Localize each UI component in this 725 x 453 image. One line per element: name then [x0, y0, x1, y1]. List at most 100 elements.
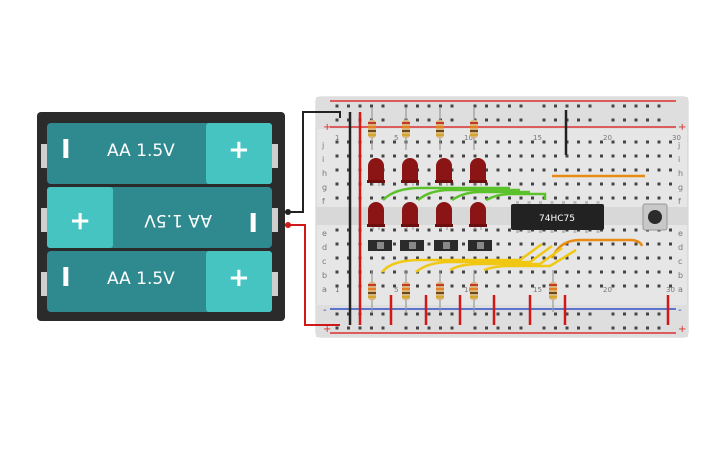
hole[interactable]: [439, 196, 442, 200]
hole[interactable]: [381, 228, 385, 232]
hole[interactable]: [554, 242, 557, 246]
hole[interactable]: [669, 154, 672, 158]
black-ground-wire[interactable]: [285, 111, 341, 213]
rail-hole[interactable]: [634, 118, 638, 122]
hole[interactable]: [496, 168, 500, 172]
rail-hole[interactable]: [450, 104, 454, 108]
rail-hole[interactable]: [577, 104, 580, 108]
rail-hole[interactable]: [404, 312, 408, 316]
rail-hole[interactable]: [381, 326, 385, 330]
rail-hole[interactable]: [427, 118, 431, 122]
hole[interactable]: [577, 182, 580, 186]
rail-hole[interactable]: [473, 326, 477, 330]
hole[interactable]: [347, 168, 350, 172]
resistor[interactable]: [402, 108, 410, 150]
rail-hole[interactable]: [542, 118, 546, 122]
rail-hole[interactable]: [358, 104, 362, 108]
hole[interactable]: [531, 242, 534, 246]
hole[interactable]: [450, 196, 454, 200]
rail-hole[interactable]: [542, 104, 546, 108]
rail-hole[interactable]: [450, 326, 454, 330]
rail-hole[interactable]: [496, 118, 500, 122]
resistor[interactable]: [436, 270, 444, 312]
hole[interactable]: [335, 182, 339, 186]
hole[interactable]: [565, 196, 569, 200]
hole[interactable]: [611, 270, 615, 274]
hole[interactable]: [496, 242, 500, 246]
hole[interactable]: [554, 182, 557, 186]
hole[interactable]: [393, 140, 396, 144]
hole[interactable]: [542, 270, 546, 274]
rail-hole[interactable]: [542, 326, 546, 330]
hole[interactable]: [600, 270, 603, 274]
hole[interactable]: [381, 256, 385, 260]
hole[interactable]: [462, 284, 465, 288]
resistor[interactable]: [470, 270, 478, 312]
hole[interactable]: [485, 182, 488, 186]
hole[interactable]: [485, 270, 488, 274]
hole[interactable]: [542, 256, 546, 260]
slide-switch[interactable]: [468, 240, 492, 251]
hole[interactable]: [450, 140, 454, 144]
rail-hole[interactable]: [485, 312, 488, 316]
hole[interactable]: [669, 196, 672, 200]
rail-hole[interactable]: [416, 104, 419, 108]
hole[interactable]: [450, 284, 454, 288]
led-red[interactable]: [367, 202, 385, 230]
hole[interactable]: [519, 154, 523, 158]
battery-terminal-negative[interactable]: [285, 209, 291, 215]
hole[interactable]: [485, 228, 488, 232]
hole[interactable]: [416, 140, 419, 144]
hole[interactable]: [508, 168, 511, 172]
hole[interactable]: [669, 168, 672, 172]
rail-hole[interactable]: [416, 312, 419, 316]
hole[interactable]: [577, 168, 580, 172]
hole[interactable]: [393, 228, 396, 232]
rail-hole[interactable]: [439, 104, 442, 108]
hole[interactable]: [519, 270, 523, 274]
rail-hole[interactable]: [404, 326, 408, 330]
hole[interactable]: [416, 154, 419, 158]
hole[interactable]: [496, 228, 500, 232]
rail-hole[interactable]: [646, 104, 649, 108]
hole[interactable]: [600, 242, 603, 246]
hole[interactable]: [473, 256, 477, 260]
rail-hole[interactable]: [519, 326, 523, 330]
hole[interactable]: [588, 140, 592, 144]
hole[interactable]: [657, 242, 661, 246]
rail-hole[interactable]: [485, 118, 488, 122]
bottom-resistors[interactable]: [368, 270, 557, 312]
hole[interactable]: [496, 256, 500, 260]
hole[interactable]: [577, 256, 580, 260]
hole[interactable]: [450, 182, 454, 186]
hole[interactable]: [462, 256, 465, 260]
hole[interactable]: [370, 182, 373, 186]
led-red[interactable]: [401, 158, 419, 186]
rail-hole[interactable]: [439, 312, 442, 316]
rail-hole[interactable]: [496, 326, 500, 330]
rail-hole[interactable]: [657, 326, 661, 330]
red-power-wire[interactable]: [285, 224, 340, 326]
hole[interactable]: [577, 242, 580, 246]
rail-hole[interactable]: [416, 326, 419, 330]
hole[interactable]: [393, 182, 396, 186]
rail-hole[interactable]: [623, 326, 626, 330]
hole[interactable]: [646, 196, 649, 200]
resistor[interactable]: [470, 108, 478, 150]
hole[interactable]: [508, 182, 511, 186]
led-red[interactable]: [435, 202, 453, 230]
hole[interactable]: [577, 154, 580, 158]
rail-hole[interactable]: [347, 104, 350, 108]
hole[interactable]: [335, 196, 339, 200]
led-red[interactable]: [469, 202, 487, 230]
led-array[interactable]: [367, 158, 487, 230]
hole[interactable]: [588, 270, 592, 274]
resistor[interactable]: [402, 270, 410, 312]
hole[interactable]: [519, 140, 523, 144]
rail-hole[interactable]: [519, 104, 523, 108]
hole[interactable]: [542, 168, 546, 172]
hole[interactable]: [427, 256, 431, 260]
hole[interactable]: [404, 228, 408, 232]
rail-hole[interactable]: [588, 118, 592, 122]
hole[interactable]: [462, 168, 465, 172]
